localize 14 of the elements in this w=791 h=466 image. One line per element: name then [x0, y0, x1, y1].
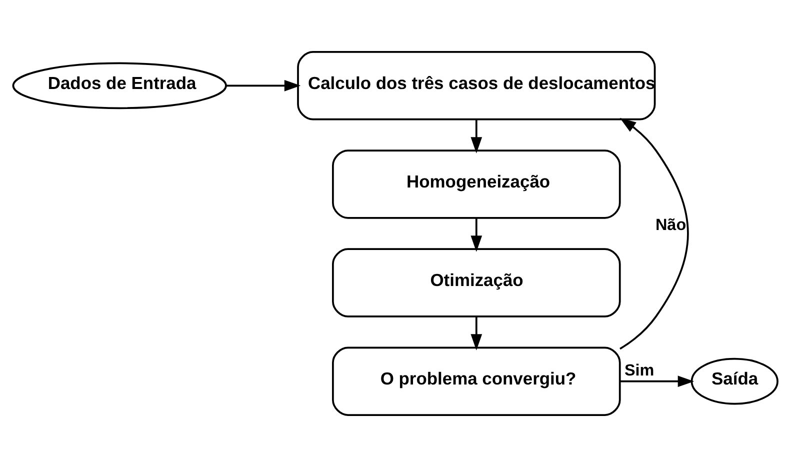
node-box: Homogeneização — [332, 149, 621, 218]
edge-label: Não — [655, 216, 686, 234]
arrow — [470, 218, 482, 252]
arrow — [620, 375, 694, 387]
arrow — [226, 79, 301, 91]
node-box: Otimização — [332, 248, 621, 317]
node-box: O problema convergiu? — [332, 346, 621, 416]
node-ellipse: Dados de Entrada — [12, 62, 227, 109]
edge-label: Sim — [624, 361, 654, 380]
node-box: Calculo dos três casos de deslocamentos — [297, 50, 656, 120]
arrow — [470, 118, 482, 153]
node-ellipse: Saída — [690, 357, 778, 404]
arrow — [470, 316, 482, 350]
arrow — [620, 117, 689, 350]
